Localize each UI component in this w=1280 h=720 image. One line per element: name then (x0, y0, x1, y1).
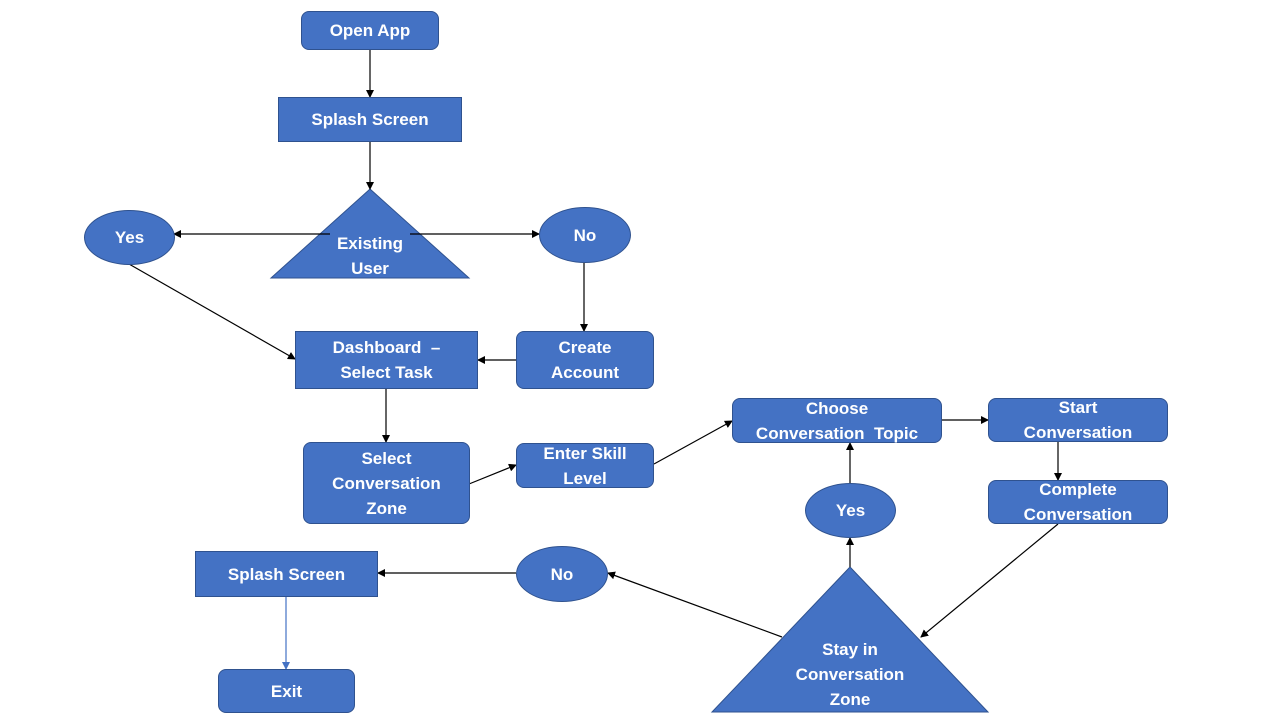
splash-screen-top-node: Splash Screen (278, 97, 462, 142)
complete-conversation-line-1: Complete (1039, 480, 1117, 499)
start-conversation-line-1: Start (1058, 398, 1098, 417)
no-bottom-node: No (516, 546, 608, 602)
dashboard-node: Dashboard – Select Task (295, 331, 478, 389)
yes-top-label: Yes (114, 228, 145, 247)
existing-user-line-1: Existing (336, 234, 404, 253)
dashboard-line-2: Select Task (340, 363, 433, 382)
existing-user-line-2: User (351, 259, 389, 278)
yes-bottom-label: Yes (835, 501, 866, 520)
existing-user-label: Existing User (315, 231, 425, 281)
enter-skill-node: Enter Skill Level (516, 443, 654, 488)
edge-skill-to-choose-topic (653, 420, 733, 465)
choose-topic-line-2: Conversation Topic (755, 423, 919, 443)
exit-node: Exit (218, 669, 355, 713)
complete-conversation-node: Complete Conversation (988, 480, 1168, 524)
select-zone-line-1: Select (361, 448, 412, 468)
create-account-node: Create Account (516, 331, 654, 389)
select-zone-node: Select Conversation Zone (303, 442, 470, 524)
create-account-line-1: Create (558, 338, 612, 357)
dashboard-line-1: Dashboard – (332, 338, 441, 357)
yes-bottom-node: Yes (805, 483, 896, 538)
complete-conversation-line-2: Conversation (1023, 505, 1133, 524)
open-app-node: Open App (301, 11, 439, 50)
stay-zone-line-1: Stay in (822, 640, 878, 659)
select-zone-line-2: Conversation (332, 473, 441, 493)
no-top-node: No (539, 207, 631, 263)
exit-label: Exit (270, 681, 303, 701)
select-zone-line-3: Zone (366, 498, 407, 518)
choose-topic-node: Choose Conversation Topic (732, 398, 942, 443)
splash-screen-bottom-label: Splash Screen (227, 564, 346, 584)
edge-yes-to-dashboard (128, 263, 296, 360)
stay-zone-decision-shape (710, 566, 990, 713)
enter-skill-line-2: Level (563, 468, 607, 488)
stay-zone-line-2: Conversation (795, 665, 905, 684)
create-account-line-2: Account (551, 363, 619, 382)
no-bottom-label: No (550, 564, 574, 584)
open-app-label: Open App (329, 21, 411, 40)
edge-select-zone-to-skill (468, 463, 517, 485)
yes-top-node: Yes (84, 210, 175, 265)
stay-zone-line-3: Zone (829, 690, 871, 709)
no-top-label: No (573, 225, 597, 245)
splash-screen-bottom-node: Splash Screen (195, 551, 378, 597)
splash-screen-top-label: Splash Screen (311, 110, 429, 129)
edge-complete-to-stay-zone (920, 523, 1059, 638)
stay-zone-label: Stay in Conversation Zone (775, 637, 925, 712)
start-conversation-line-2: Conversation (1023, 423, 1133, 442)
start-conversation-node: Start Conversation (988, 398, 1168, 442)
edge-stay-zone-to-no (607, 571, 783, 638)
enter-skill-line-1: Enter Skill (543, 443, 627, 463)
choose-topic-line-1: Choose (805, 398, 869, 418)
